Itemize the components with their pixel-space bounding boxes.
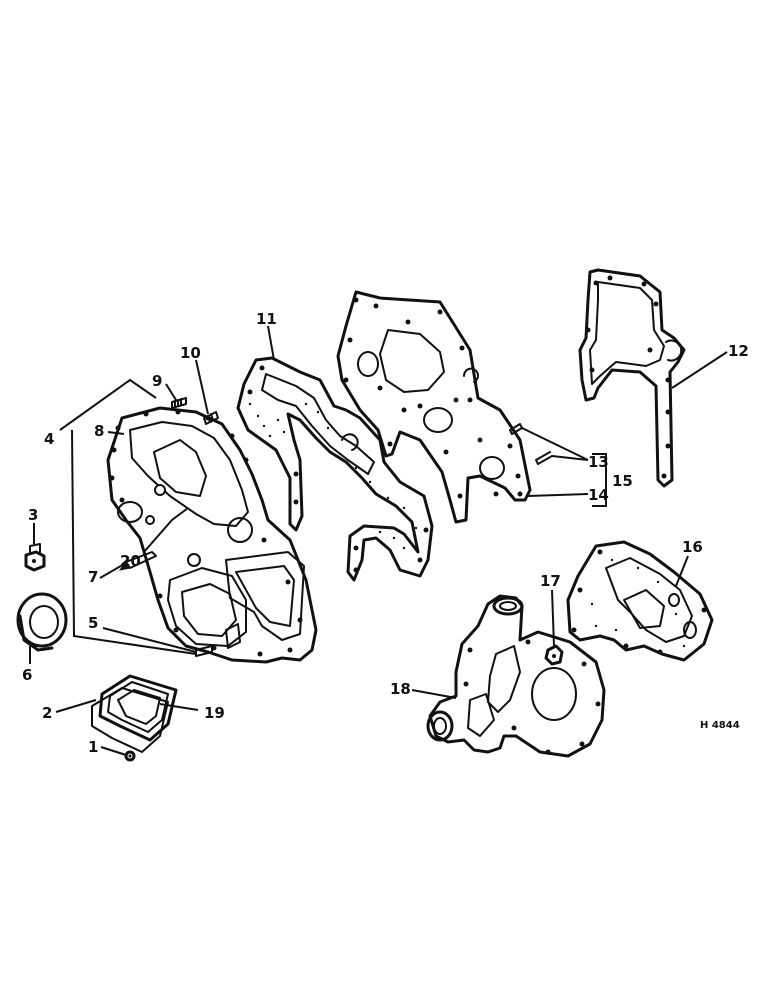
part-2-gasket [91, 687, 169, 753]
leader-18 [411, 689, 457, 699]
callouts: 1 2 3 4 5 6 7 8 9 10 11 12 13 14 15 16 1… [22, 310, 749, 756]
part-8-gear-cover [106, 406, 318, 664]
callout-10: 10 [180, 344, 201, 362]
leader-16 [675, 555, 689, 587]
leader-lines [29, 325, 728, 756]
part-14-front-plate [336, 290, 532, 524]
leader-8 [107, 431, 125, 435]
part-16-gasket [566, 540, 714, 662]
part-5-stud [195, 645, 213, 657]
callout-14: 14 [588, 486, 609, 504]
callout-13: 13 [588, 453, 609, 471]
leader-5 [102, 627, 197, 653]
callout-16: 16 [682, 538, 703, 556]
callout-6: 6 [22, 666, 32, 684]
callout-12: 12 [728, 342, 749, 360]
leader-20 [143, 507, 189, 553]
drawing-reference: H 4844 [700, 720, 740, 731]
part-13-dowel-pins [509, 423, 553, 465]
leader-17 [551, 589, 555, 647]
part-19-cover-plate [98, 674, 178, 742]
callout-11: 11 [256, 310, 277, 328]
callout-15: 15 [612, 472, 633, 490]
part-3-plug [24, 543, 46, 572]
callout-5: 5 [88, 614, 98, 632]
callout-2: 2 [42, 704, 52, 722]
leader-2 [55, 699, 97, 713]
callout-8: 8 [94, 422, 104, 440]
part-18-water-pump [426, 594, 606, 758]
callout-17: 17 [540, 572, 561, 590]
leader-10 [195, 359, 209, 415]
part-10-stud [203, 411, 219, 425]
part-11-gasket [236, 356, 434, 582]
callout-3: 3 [28, 506, 38, 524]
leader-1 [100, 746, 127, 756]
leader-4 [59, 378, 197, 655]
part-6-seal [16, 592, 68, 652]
callout-19: 19 [204, 704, 225, 722]
leader-13 [521, 427, 589, 461]
leader-14 [527, 493, 589, 497]
leader-7 [99, 562, 127, 579]
leader-15 [592, 453, 607, 507]
part-12-gasket [578, 268, 686, 488]
callout-18: 18 [390, 680, 411, 698]
part-17-nut [544, 644, 564, 666]
callout-20: 20 [120, 552, 141, 570]
part-9-stud [171, 397, 187, 409]
callout-7: 7 [88, 568, 98, 586]
part-1-screw [124, 750, 136, 762]
callout-9: 9 [152, 372, 162, 390]
callout-1: 1 [88, 738, 98, 756]
leader-9 [165, 383, 177, 401]
leader-12 [671, 351, 728, 389]
callout-4: 4 [44, 430, 54, 448]
leader-19 [159, 703, 199, 711]
part-7-pin [118, 551, 157, 571]
leader-11 [267, 325, 275, 361]
